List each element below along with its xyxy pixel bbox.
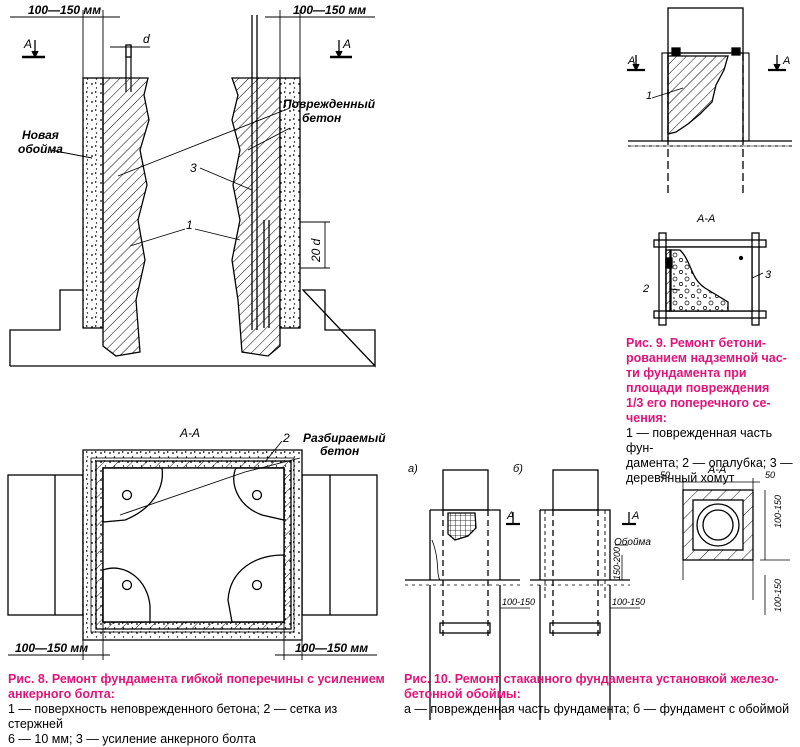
fig8-caption-title-1: Рис. 8. Ремонт фундамента гибкой попереч… [8,672,385,686]
fig10b-column [552,469,599,511]
fig10-dim-50-right: 50 [765,470,775,480]
fig8-damaged-line2: бетон [302,111,342,125]
fig10-dim-50-left: 50 [660,470,670,480]
fig8-section [7,440,378,660]
fig10-drawings [405,469,790,720]
fig8-num-3: 3 [190,161,197,175]
fig9-wood-clamp-bottom [653,310,767,319]
fig8-dismantle-patch-tr [233,467,285,521]
fig9-damaged-part [667,55,729,135]
fig10-dim-right-2: 100-150 [773,579,783,612]
fig10-labels: а) б) A A Обойма 150-200 100-150 100-150… [408,463,783,612]
fig9-elevation [627,7,792,195]
fig8-new-shell-line1: Новая [22,128,59,142]
fig8-caption-title-2: анкерного болта: [8,687,115,701]
fig8-num-1: 1 [186,218,193,232]
fig9-section [653,232,767,326]
fig9-caption-title-5: 1/3 его поперечного се- [626,396,771,410]
fig8-right-shell [279,77,301,329]
fig9-num-2: 2 [642,283,649,295]
fig8-dismantled-line2: бетон [320,444,360,458]
fig9-caption-title-4: площади повреждения [626,381,770,395]
fig8-elevation-labels: 100—150 мм 100—150 мм d A A Новая обойма… [18,3,376,263]
fig8-bolt-hole-br [251,579,263,591]
fig9-column [667,7,744,54]
fig10-caption-title-2: бетонной обоймы: [404,687,521,701]
fig8-20d: 20 d [309,238,323,263]
fig10a-socket [429,509,501,580]
fig10a-damaged-part [447,512,477,541]
fig9-elevation-labels: A A 1 [627,55,790,102]
fig8-dismantle-patch-tl [102,467,163,523]
fig10a-column [442,469,489,511]
fig8-section-mark-right: A [342,37,351,51]
fig10-section-mark-2: A [631,510,639,522]
fig10-dim-100-150-right: 100-150 [612,597,645,607]
fig8-base-plinth [9,289,376,368]
fig8-left-damaged-concrete [102,77,150,357]
fig8-section-mark-left: A [23,37,32,51]
fig9-caption-title-1: Рис. 9. Ремонт бетони- [626,336,766,350]
fig9-section-labels: A-A 2 3 [642,213,772,295]
fig9-section-mark-right: A [782,55,790,67]
fig8-dim-top-right: 100—150 мм [293,3,366,17]
fig8-column-core [102,467,285,623]
fig8-dismantle-patch-bl [102,567,151,623]
fig10-dim-150-200: 150-200 [612,547,622,580]
fig9-wood-clamp-top [653,239,767,248]
fig8-dim-bottom-left: 100—150 мм [15,641,88,655]
fig8-elevation [9,10,376,368]
fig9-section-title: A-A [696,213,715,225]
fig9-caption-body-3: деревянный хомут [626,471,735,485]
fig9-caption: Рис. 9. Ремонт бетони- рованием надземно… [626,336,798,486]
fig10-caption-body-1: а — поврежденная часть фундамента; б — ф… [404,702,790,716]
fig8-right-crossarm [301,474,378,616]
fig8-left-crossarm [7,474,84,616]
fig10-caption-title-1: Рис. 10. Ремонт стаканного фундамента ус… [404,672,779,686]
fig8-caption-body-2: 6 — 10 мм; 3 — усиление анкерного болта [8,732,256,746]
fig8-dismantle-patch-br [227,554,285,623]
fig8-damaged-line1: Поврежденный [283,97,376,111]
fig10-label-b: б) [513,463,523,475]
drawing-canvas: 100—150 мм 100—150 мм d A A Новая обойма… [7,3,792,720]
fig9-num-3: 3 [765,269,772,281]
fig8-new-shell-line2: обойма [18,142,63,156]
fig8-num-2: 2 [282,431,290,445]
fig8-bolt-hole-tr [251,489,263,501]
fig8-right-damaged-concrete [231,77,281,357]
fig8-dismantled-line1: Разбираемый [303,431,386,445]
fig9-caption-body-1: 1 — поврежденная часть фун- [626,426,773,455]
fig9-caption-title-3: ти фундамента при [626,366,747,380]
fig9-caption-body-2: дамента; 2 — опалубка; 3 — [626,456,793,470]
fig10-section-mark-1: A [506,510,514,522]
fig10-caption: Рис. 10. Ремонт стаканного фундамента ус… [404,672,798,717]
fig10b-shell [539,509,611,580]
fig9-section-mark-left: A [627,55,635,67]
fig10-section-pipe [696,503,740,547]
fig8-dim-top-left: 100—150 мм [28,3,101,17]
fig10-shell-label: Обойма [614,536,651,548]
fig10-dim-right-1: 100-150 [773,495,783,528]
fig9-repair-concrete [669,249,729,312]
fig10-section-title: A-A [707,464,726,476]
fig8-section-labels: A-A 2 Разбираемый бетон 100—150 мм 100—1… [15,426,386,655]
fig9-num-1: 1 [646,90,652,102]
fig8-dim-bottom-right: 100—150 мм [295,641,368,655]
fig9-caption-title-2: рованием надземной час- [626,351,787,365]
fig8-caption: Рис. 8. Ремонт фундамента гибкой попереч… [8,672,393,747]
fig9-caption-title-6: чения: [626,411,667,425]
fig10-dim-100-150-left: 100-150 [502,597,535,607]
fig8-bolt-hole-tl [121,489,133,501]
fig8-section-title: A-A [179,426,200,440]
fig8-left-shell [82,77,104,329]
fig8-d-label: d [143,32,150,46]
fig8-bolt-hole-bl [121,579,133,591]
fig10-label-a: а) [408,463,418,475]
